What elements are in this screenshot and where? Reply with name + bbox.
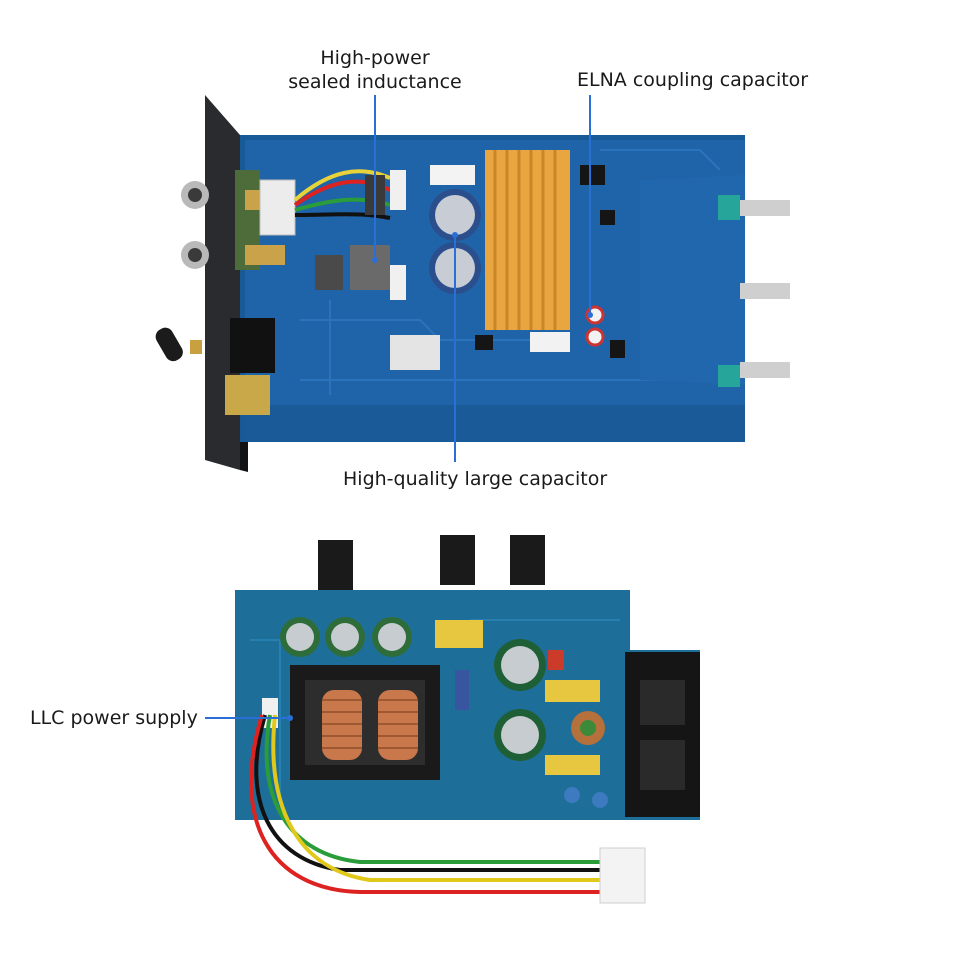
callout-inductance: High-power sealed inductance <box>265 46 485 94</box>
power-socket <box>625 652 700 817</box>
wire-connector <box>599 847 646 904</box>
filter-capacitors <box>280 617 546 761</box>
callout-inductance-line2: sealed inductance <box>288 71 462 93</box>
bt-module <box>390 335 440 370</box>
callout-large-capacitor: High-quality large capacitor <box>343 468 608 490</box>
callout-lines <box>205 95 591 719</box>
potentiometers <box>740 200 790 378</box>
callout-elna: ELNA coupling capacitor <box>577 69 809 91</box>
inductor-1 <box>350 245 390 290</box>
mosfets <box>318 535 545 590</box>
heatsink <box>485 150 570 330</box>
llc-transformer <box>290 665 440 780</box>
callout-llc: LLC power supply <box>30 707 198 729</box>
output-wires <box>249 714 600 894</box>
control-board <box>640 175 745 385</box>
callout-inductance-line1: High-power <box>320 47 430 69</box>
rca-jacks <box>181 181 209 269</box>
